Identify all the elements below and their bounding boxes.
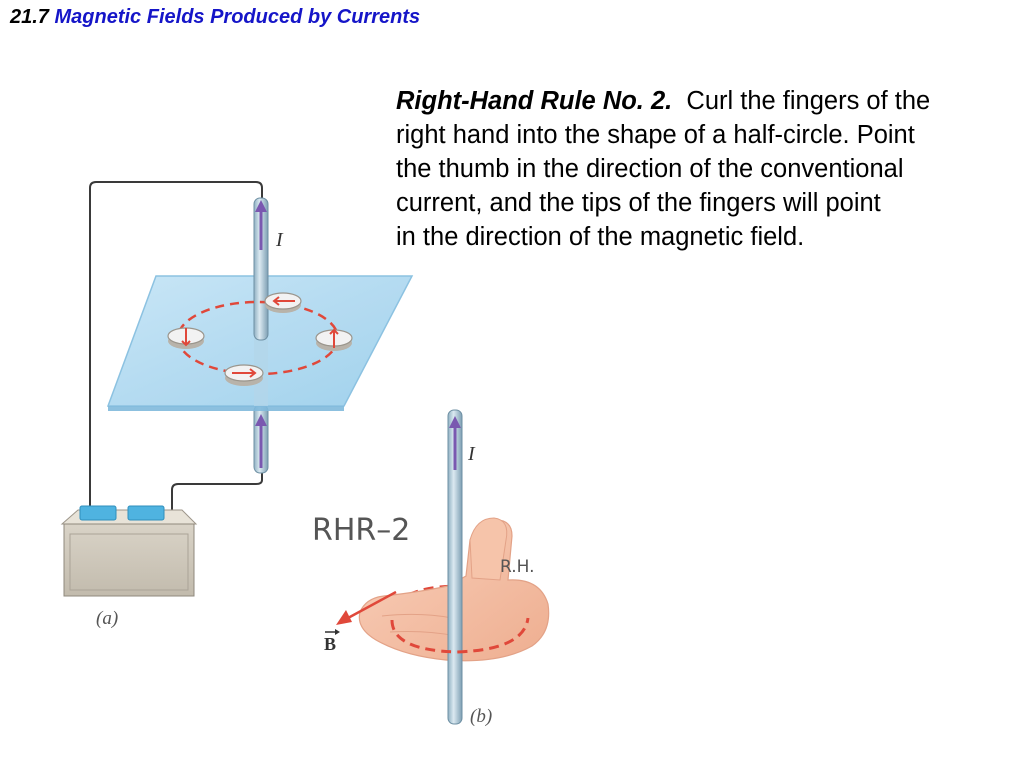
current-label-b: I bbox=[467, 443, 476, 465]
section-title: Magnetic Fields Produced by Currents bbox=[54, 6, 421, 28]
plane-edge bbox=[108, 406, 344, 411]
rule-text: Right-Hand Rule No. 2. Curl the fingers … bbox=[396, 84, 1012, 254]
compass-top bbox=[264, 292, 302, 313]
battery bbox=[60, 505, 198, 597]
rule-title: Right-Hand Rule No. 2. bbox=[396, 87, 673, 115]
figure-b: RHR–2 I B R.H. (b) bbox=[312, 409, 550, 727]
field-line-front bbox=[390, 617, 530, 654]
field-label-b: B bbox=[324, 634, 336, 654]
caption-b: (b) bbox=[470, 706, 492, 727]
compass-right bbox=[315, 328, 353, 351]
rule-text-line: right hand into the shape of a half-circ… bbox=[396, 121, 915, 149]
field-vector-arrowhead bbox=[335, 629, 340, 635]
thumb bbox=[469, 517, 508, 581]
slide-header: 21.7 Magnetic Fields Produced by Current… bbox=[10, 6, 420, 29]
wire-rod-b bbox=[447, 409, 463, 725]
rule-text-line: Curl the fingers of the bbox=[686, 87, 931, 115]
rule-line-1: Right-Hand Rule No. 2. Curl the fingers … bbox=[396, 84, 1012, 118]
section-number: 21.7 bbox=[10, 6, 49, 28]
rule-text-line: current, and the tips of the fingers wil… bbox=[396, 189, 881, 217]
circuit-wire bbox=[89, 181, 263, 508]
rule-text-line: in the direction of the magnetic field. bbox=[396, 223, 805, 251]
battery-terminal-negative bbox=[127, 505, 165, 521]
rhr-label: RHR–2 bbox=[312, 513, 410, 548]
current-label-a: I bbox=[275, 229, 284, 251]
wire-rod-upper bbox=[253, 197, 269, 341]
field-arrow-b bbox=[347, 590, 397, 620]
battery-terminal-positive bbox=[79, 505, 117, 521]
caption-a: (a) bbox=[96, 608, 118, 629]
hand-label: R.H. bbox=[500, 557, 535, 577]
circuit-wire-return bbox=[171, 470, 263, 510]
field-arrowhead bbox=[336, 610, 352, 625]
compass-left bbox=[167, 327, 205, 349]
figure-a: I (a bbox=[60, 181, 414, 629]
rule-text-line: the thumb in the direction of the conven… bbox=[396, 155, 904, 183]
finger-crease bbox=[381, 613, 453, 619]
compass-bottom bbox=[224, 364, 264, 386]
